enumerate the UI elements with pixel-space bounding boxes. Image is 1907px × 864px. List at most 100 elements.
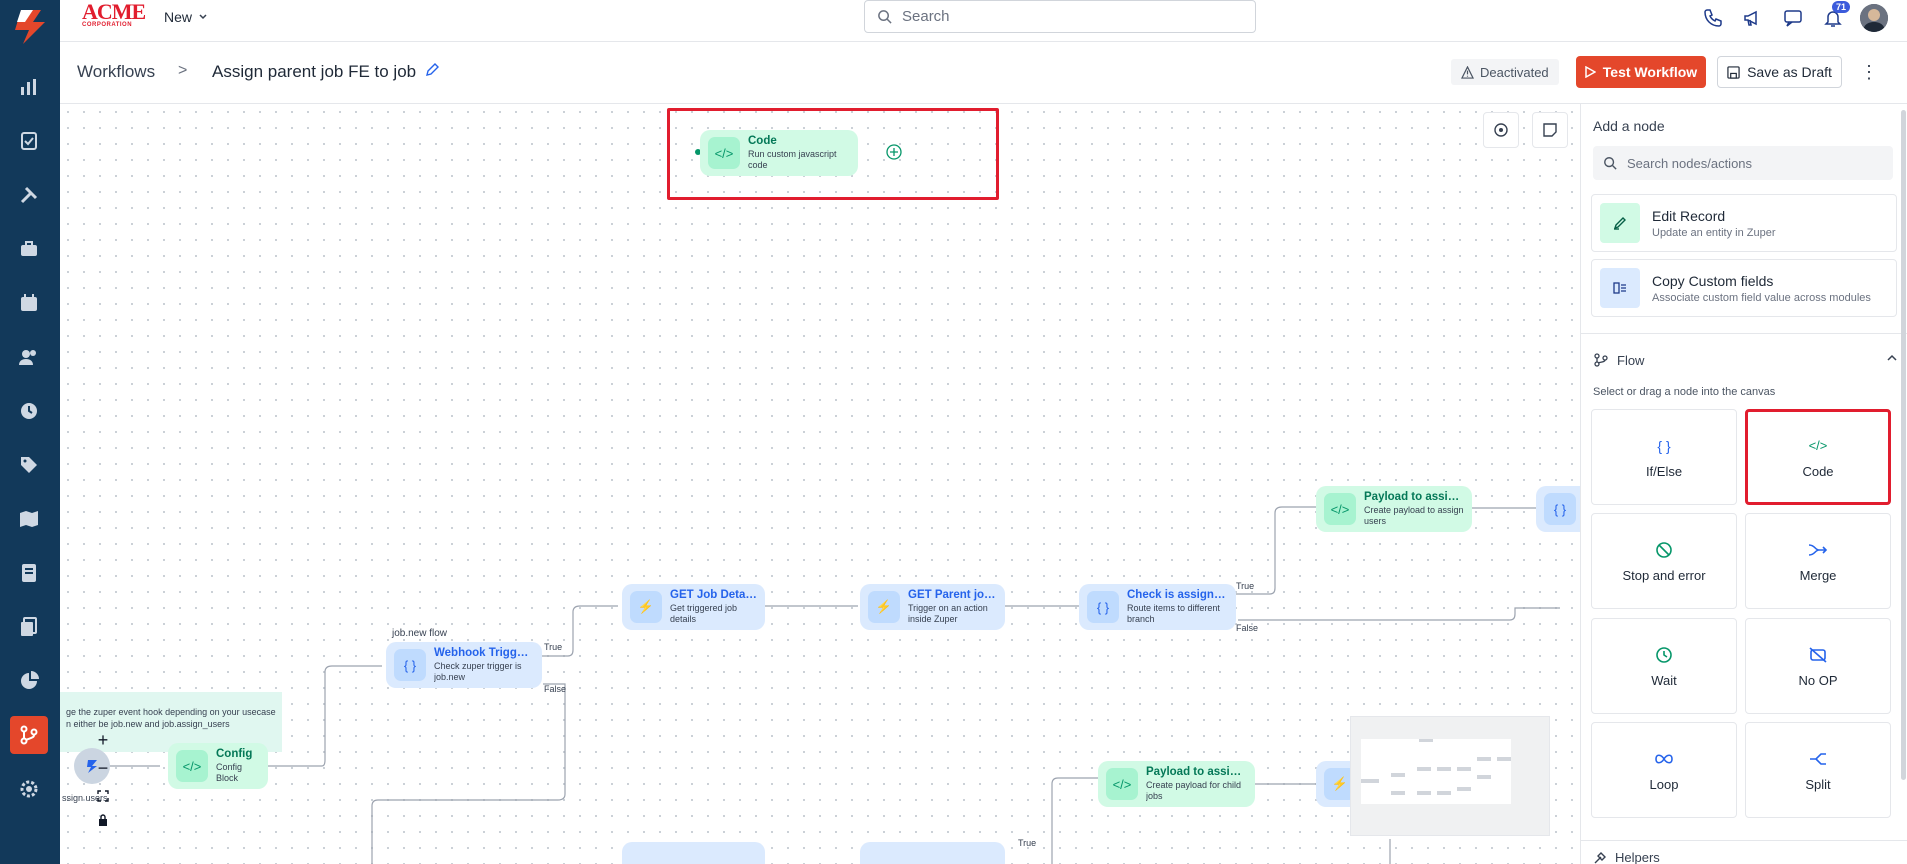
flow-section-header[interactable]: Flow [1593, 348, 1898, 372]
zuper-logo-icon[interactable] [11, 8, 47, 46]
canvas-note[interactable]: ge the zuper event hook depending on you… [60, 692, 282, 752]
node-subtitle: Run custom javascript code [748, 149, 837, 170]
sidebar-tools-icon[interactable] [10, 176, 48, 214]
partial-bottom-node-2[interactable] [860, 842, 1005, 864]
sidebar-jobs-icon[interactable] [10, 122, 48, 160]
more-options-icon[interactable]: ⋮ [1860, 61, 1878, 82]
brand-tagline: CORPORATION [82, 22, 133, 28]
tile-label: Merge [1799, 567, 1837, 583]
sidebar-calendar-icon[interactable] [10, 284, 48, 322]
edit-record-card[interactable]: Edit Record Update an entity in Zuper [1591, 194, 1897, 252]
node-title: Payload to assign... [1146, 766, 1247, 778]
sidebar-settings-icon[interactable] [10, 770, 48, 808]
new-dropdown[interactable]: New [164, 7, 208, 27]
lock-icon[interactable] [91, 808, 115, 832]
node-search-input[interactable] [1627, 155, 1877, 171]
sidebar-tag-icon[interactable] [10, 446, 48, 484]
global-search[interactable] [864, 0, 1256, 33]
warning-icon [1461, 65, 1474, 79]
zoom-in-icon[interactable]: + [97, 729, 109, 750]
page-title: Assign parent job FE to job [212, 62, 417, 81]
test-workflow-label: Test Workflow [1602, 64, 1698, 80]
minimap[interactable] [1350, 716, 1550, 836]
tile-code[interactable]: </> Code [1745, 409, 1891, 505]
loop-icon [1654, 749, 1674, 769]
canvas-fit-icon[interactable] [1483, 112, 1519, 148]
workflow-canvas[interactable]: </> Code Run custom javascript code ge t… [60, 104, 1580, 864]
test-workflow-button[interactable]: Test Workflow [1576, 56, 1706, 88]
edit-record-icon [1600, 203, 1640, 243]
tile-loop[interactable]: Loop [1591, 722, 1737, 818]
trigger-node[interactable] [74, 748, 110, 784]
sidebar-clock-icon[interactable] [10, 392, 48, 430]
card-subtitle: Associate custom field value across modu… [1652, 291, 1871, 304]
zoom-out-icon[interactable]: − [97, 757, 109, 778]
avatar[interactable] [1860, 4, 1888, 32]
clock-icon [1654, 645, 1674, 665]
acme-logo[interactable]: ACME CORPORATION [82, 1, 146, 30]
webhook-node[interactable]: { } Webhook Trigger... Check zuper trigg… [386, 642, 542, 688]
zuper-action-icon: ⚡ [630, 591, 662, 623]
fullscreen-icon[interactable] [91, 784, 115, 808]
sidebar-dashboard-icon[interactable] [10, 68, 48, 106]
sidebar-documents-icon[interactable] [10, 608, 48, 646]
tile-stop-error[interactable]: Stop and error [1591, 513, 1737, 609]
search-icon [878, 10, 892, 24]
helpers-section-label: Helpers [1615, 850, 1660, 864]
tile-wait[interactable]: Wait [1591, 618, 1737, 714]
no-op-icon [1808, 645, 1828, 665]
helpers-section-header[interactable]: Helpers [1593, 850, 1660, 864]
sidebar-map-icon[interactable] [10, 500, 48, 538]
sticky-note-icon[interactable] [1532, 112, 1568, 148]
payload-child-node[interactable]: </> Payload to assign... Create payload … [1098, 761, 1255, 807]
node-subtitle: Create payload to assign users [1364, 505, 1464, 526]
code-icon: </> [1106, 768, 1138, 800]
tile-label: Wait [1651, 672, 1677, 688]
helpers-icon [1594, 851, 1606, 863]
chat-icon[interactable] [1780, 5, 1806, 31]
node-subtitle: Config Block [216, 762, 243, 783]
braces-icon: { } [394, 649, 426, 681]
copy-custom-fields-card[interactable]: Copy Custom fields Associate custom fiel… [1591, 259, 1897, 317]
node-title: Webhook Trigger... [434, 647, 534, 659]
partial-bottom-node-1[interactable] [622, 842, 765, 864]
sidebar-invoice-icon[interactable] [10, 554, 48, 592]
node-title: GET Parent job... [908, 589, 997, 601]
tile-no-op[interactable]: No OP [1745, 618, 1891, 714]
breadcrumb-workflows[interactable]: Workflows [77, 62, 156, 81]
check-assigned-node[interactable]: { } Check is assigned... Route items to … [1079, 584, 1236, 630]
megaphone-icon[interactable] [1740, 5, 1766, 31]
tile-if-else[interactable]: { } If/Else [1591, 409, 1737, 505]
sidebar-workflows-icon[interactable] [10, 716, 48, 754]
partial-node[interactable]: { } [1536, 486, 1580, 532]
save-icon [1727, 65, 1740, 79]
payload-assign-node[interactable]: </> Payload to assign... Create payload … [1316, 486, 1472, 532]
code-node[interactable]: </> Code Run custom javascript code [700, 130, 858, 176]
zuper-action-icon: ⚡ [868, 591, 900, 623]
get-job-node[interactable]: ⚡ GET Job Details Get triggered job deta… [622, 584, 765, 630]
zuper-trigger-icon [87, 760, 97, 773]
tile-split[interactable]: Split [1745, 722, 1891, 818]
left-sidebar [0, 0, 60, 864]
partial-node-2[interactable]: ⚡ [1316, 761, 1356, 807]
phone-icon[interactable] [1700, 5, 1726, 31]
node-title: Code [748, 135, 777, 147]
sidebar-users-icon[interactable] [10, 338, 48, 376]
sidebar-reports-icon[interactable] [10, 662, 48, 700]
node-title: Payload to assign... [1364, 491, 1464, 503]
minimap-viewport [1361, 739, 1511, 804]
bell-icon[interactable]: 71 [1820, 1, 1850, 31]
tile-merge[interactable]: Merge [1745, 513, 1891, 609]
search-input[interactable] [902, 8, 1222, 25]
get-parent-node[interactable]: ⚡ GET Parent job... Trigger on an action… [860, 584, 1005, 630]
sidebar-briefcase-icon[interactable] [10, 230, 48, 268]
save-draft-button[interactable]: Save as Draft [1717, 56, 1842, 88]
top-bar: ACME CORPORATION New 71 [60, 0, 1907, 42]
panel-title: Add a node [1593, 118, 1665, 134]
config-node[interactable]: </> Config Config Block [168, 743, 268, 789]
tile-label: Code [1802, 463, 1834, 479]
node-search[interactable] [1593, 146, 1893, 180]
panel-scrollbar[interactable] [1901, 110, 1906, 780]
pencil-icon[interactable] [424, 62, 440, 78]
card-subtitle: Update an entity in Zuper [1652, 226, 1776, 239]
